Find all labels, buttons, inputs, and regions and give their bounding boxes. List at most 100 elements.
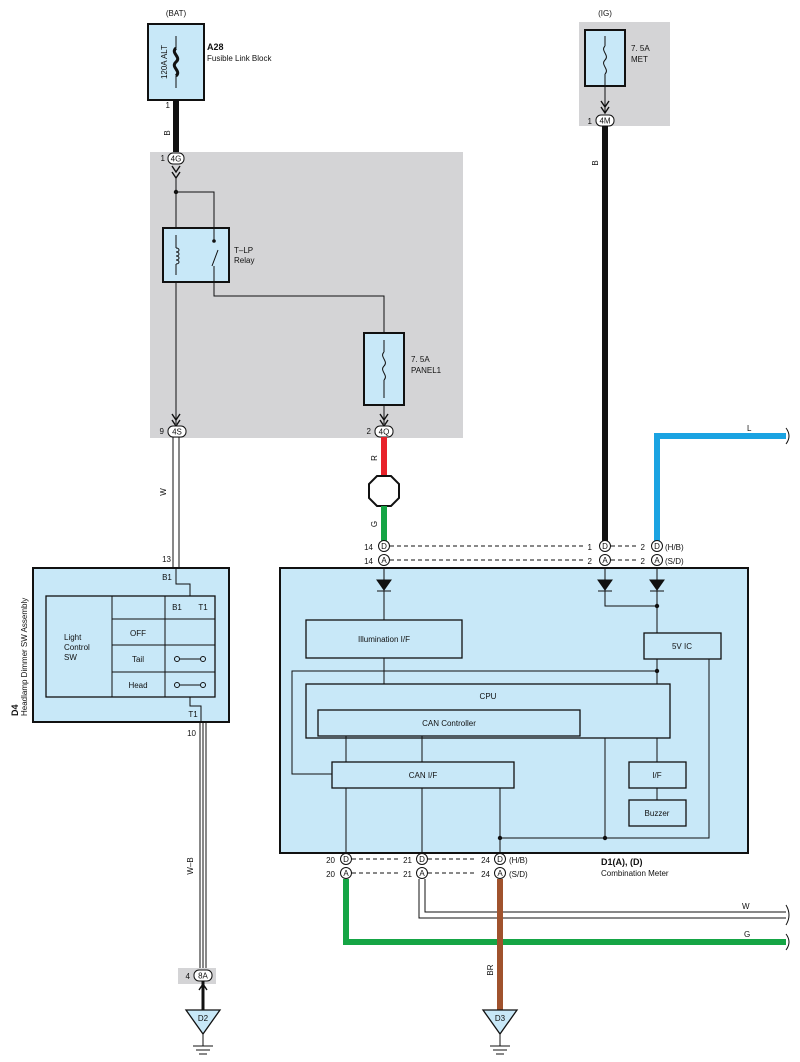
meter-top-pin-14b: 14: [364, 557, 373, 566]
meter-bottom-pin-24: 24: [481, 856, 490, 865]
pin-d: D: [419, 855, 425, 864]
meter-bottom-pin-20b: 20: [326, 870, 335, 879]
connector-8a-id: 8A: [198, 972, 208, 981]
wire-label-l: L: [747, 424, 752, 433]
junction-block-area: [150, 152, 463, 438]
bat-label: (BAT): [166, 9, 187, 18]
top-hb-label: (H/B): [665, 543, 684, 552]
pin-a: A: [381, 556, 387, 565]
wire-label-wb: W–B: [186, 857, 195, 874]
relay-name-2: Relay: [234, 256, 254, 265]
connector-4s-id: 4S: [172, 428, 182, 437]
alt-fuse-rating: 120A ALT: [160, 45, 169, 79]
pin-d: D: [381, 542, 387, 551]
pin-a: A: [343, 869, 349, 878]
pin-d: D: [343, 855, 349, 864]
wire-label-br: BR: [486, 964, 495, 975]
diode-icon: [649, 579, 665, 592]
col-t1: T1: [198, 603, 208, 612]
diode-icon: [597, 579, 613, 592]
illumination-if: [305, 619, 463, 659]
5v-ic: [643, 632, 722, 660]
cpu-label: CPU: [480, 692, 497, 701]
switch-code: D4: [10, 704, 20, 716]
wire-label-g: G: [370, 521, 379, 527]
meter-bottom-pin-21b: 21: [403, 870, 412, 879]
row-head: Head: [128, 681, 147, 690]
iface-label: I/F: [652, 771, 661, 780]
wire-label-b-ig: B: [591, 160, 600, 165]
buzzer: [628, 799, 687, 827]
ground-d3: [481, 1009, 519, 1036]
wire-label-w-right: W: [742, 902, 750, 911]
switch-term-t1: T1: [188, 710, 198, 719]
pin-a: A: [654, 556, 660, 565]
alt-fuse-code: A28: [207, 42, 224, 52]
meter-top-pin-14: 14: [364, 543, 373, 552]
alt-fuse-name: Fusible Link Block: [207, 54, 272, 63]
panel-fuse-rating: 7. 5A: [411, 355, 430, 364]
ig-label: (IG): [598, 9, 612, 18]
top-sd-label: (S/D): [665, 557, 684, 566]
buzzer-label: Buzzer: [645, 809, 670, 818]
relay-name: T–LP: [234, 246, 253, 255]
switch-term-b1: B1: [162, 573, 172, 582]
conn-4g-pin: 1: [161, 154, 166, 163]
pin-d: D: [654, 542, 660, 551]
meter-top-pin-1: 1: [588, 543, 593, 552]
ground-d2: [184, 1009, 222, 1036]
connector-4g-id: 4G: [171, 155, 182, 164]
connector-4s: [167, 425, 187, 438]
iface: [628, 761, 687, 789]
conn-4q-pin: 2: [367, 427, 372, 436]
can-controller-label: CAN Controller: [422, 719, 476, 728]
panel-fuse-name: PANEL1: [411, 366, 442, 375]
alt-fuse-pin: 1: [166, 101, 171, 110]
meter-bottom-pin-21: 21: [403, 856, 412, 865]
bottom-sd-label: (S/D): [509, 870, 528, 879]
switch-label-1: Light: [64, 633, 82, 642]
wire-l: [654, 433, 786, 541]
connector-4q-id: 4Q: [379, 428, 390, 437]
diode-icon: [376, 579, 392, 592]
met-fuse-rating: 7. 5A: [631, 44, 650, 53]
col-b1: B1: [172, 603, 182, 612]
pin-a: A: [497, 869, 503, 878]
meter-top-pin-2c: 2: [641, 557, 646, 566]
relay-switch-icon: [211, 249, 219, 267]
can-controller: [317, 709, 581, 737]
conn-4s-pin: 9: [160, 427, 165, 436]
ground-d3-label: D3: [495, 1014, 506, 1023]
bottom-hb-label: (H/B): [509, 856, 528, 865]
connector-4m-id: 4M: [599, 117, 610, 126]
can-if-label: CAN I/F: [409, 771, 438, 780]
pin-a: A: [419, 869, 425, 878]
can-if: [331, 761, 515, 789]
meter-code: D1(A), (D): [601, 857, 643, 867]
row-tail: Tail: [132, 655, 144, 664]
wire-label-w: W: [159, 488, 168, 496]
pin-d: D: [602, 542, 608, 551]
conn-4m-pin: 1: [588, 117, 593, 126]
wire-label-r: R: [370, 455, 379, 461]
meter-bottom-pin-20: 20: [326, 856, 335, 865]
illumination-if-label: Illumination I/F: [358, 635, 410, 644]
met-fuse-name: MET: [631, 55, 648, 64]
splice-connector: [368, 475, 400, 507]
switch-name: Headlamp Dimmer SW Assembly: [20, 598, 29, 716]
conn-8a-pin: 4: [186, 972, 191, 981]
connector-4g: [167, 152, 185, 165]
fusible-link-icon: [172, 46, 180, 78]
pin-a: A: [602, 556, 608, 565]
row-off: OFF: [130, 629, 146, 638]
fuse-icon: [382, 351, 386, 381]
wire-label-g-right: G: [744, 930, 750, 939]
wire-label-b: B: [163, 130, 172, 135]
switch-label-3: SW: [64, 653, 77, 662]
fuse-icon: [603, 45, 607, 75]
meter-top-pin-2b: 2: [641, 543, 646, 552]
t-lp-relay: [162, 227, 230, 283]
switch-label-2: Control: [64, 643, 90, 652]
pin-d: D: [497, 855, 503, 864]
